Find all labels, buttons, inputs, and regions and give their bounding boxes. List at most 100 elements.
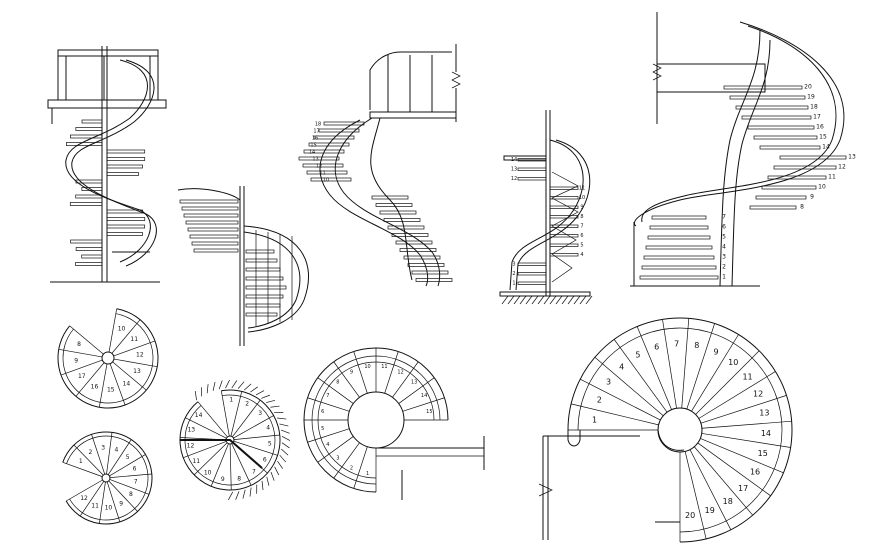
step-number: 1: [592, 415, 597, 424]
wall-hatch: [218, 380, 223, 390]
step-number: 7: [674, 340, 679, 349]
step-number: 1: [229, 397, 233, 404]
stair-tread-line: [613, 339, 668, 413]
step-number: 4: [326, 442, 329, 448]
stair-tread-line: [113, 358, 158, 368]
stair-tread-line: [230, 391, 243, 437]
stair-tread: [106, 224, 146, 229]
step-number: 9: [74, 357, 78, 364]
stair-tread-line: [233, 440, 278, 456]
step-number: 14: [123, 381, 131, 388]
step-number: 14: [421, 393, 427, 399]
stair-tread: [773, 165, 837, 170]
step-number: 10: [364, 364, 370, 370]
stair-tread-line: [694, 446, 754, 516]
stair-tread: [549, 215, 579, 219]
wall-hatch: [244, 383, 252, 391]
stair-tread-line: [106, 432, 113, 475]
ground-hatch: [513, 295, 521, 305]
stair-tread-line: [180, 439, 263, 469]
stair-tread: [245, 249, 275, 254]
stair-tread: [639, 275, 719, 280]
wall-hatch: [235, 491, 240, 500]
step-number: 11: [130, 336, 138, 343]
handrail: [317, 361, 435, 479]
step-number: 12: [511, 176, 517, 182]
stair-tread-line: [65, 479, 103, 502]
wall-hatch: [279, 423, 289, 427]
step-number: 2: [512, 271, 515, 277]
step-number: 8: [580, 214, 583, 220]
step-number: 8: [800, 204, 804, 211]
stair-tread: [517, 262, 547, 266]
stair-tread-line: [701, 433, 791, 448]
stair-tread-line: [98, 481, 106, 524]
stair-tread-line: [681, 318, 690, 409]
stair-tread-line: [193, 442, 228, 476]
stair-tread-line: [697, 442, 771, 497]
wall-hatch: [255, 390, 265, 396]
stair-tread: [245, 294, 284, 299]
step-number: 5: [722, 234, 726, 241]
stair-tread-line: [636, 326, 672, 410]
step-number: 3: [722, 254, 726, 261]
stair-tread-line: [698, 371, 776, 419]
stair-tread-line: [231, 443, 252, 486]
stair-tread: [75, 262, 103, 266]
step-number: 2: [89, 449, 93, 456]
step-number: 4: [266, 424, 270, 431]
stair-tread: [387, 225, 425, 230]
stair-tread: [187, 227, 239, 232]
wall-hatch: [274, 466, 280, 476]
step-number: 5: [321, 426, 324, 432]
stair-tread: [245, 267, 281, 272]
stair-tread: [185, 220, 239, 225]
wall-hatch: [231, 380, 238, 389]
handrail: [311, 355, 441, 485]
stair-tread-line: [109, 454, 146, 477]
wall-hatch: [228, 491, 234, 501]
step-number: 9: [350, 369, 353, 375]
stair-tread-line: [232, 399, 261, 438]
elevation-stair-curved-rail: [177, 186, 309, 346]
stair-tread: [517, 281, 547, 285]
step-number: 12: [753, 389, 763, 398]
stair-tread-line: [333, 442, 360, 479]
step-number: 1: [512, 281, 515, 287]
stair-tread: [313, 135, 355, 140]
stair-tread-line: [109, 363, 126, 406]
stair-tread: [649, 225, 709, 230]
stair-tread-line: [69, 325, 104, 355]
wall-hatch: [277, 460, 283, 469]
step-number: 10: [118, 325, 126, 332]
step-number: 14: [511, 157, 517, 163]
ground-hatch: [561, 295, 569, 305]
wall-hatch: [270, 471, 275, 481]
stair-tread: [549, 196, 579, 200]
stair-tread: [181, 206, 239, 211]
stair-tread: [735, 105, 809, 110]
stair-tread-line: [701, 420, 792, 429]
step-number: 11: [91, 502, 99, 509]
step-number: 13: [848, 154, 856, 161]
stair-tread-line: [571, 403, 659, 426]
stair-tread-line: [58, 348, 103, 358]
step-number: 9: [119, 500, 123, 507]
stair-tread-line: [333, 361, 360, 398]
stair-tread-line: [353, 446, 368, 489]
step-number: 19: [807, 94, 815, 101]
step-number: 1: [79, 458, 83, 465]
stair-tread-line: [307, 397, 350, 412]
step-number: 14: [309, 150, 315, 156]
step-number: 5: [635, 350, 640, 359]
stair-tread: [403, 255, 441, 260]
step-number: 5: [580, 243, 583, 249]
ground-hatch: [519, 295, 527, 305]
stair-tread-line: [233, 415, 274, 439]
step-number: 17: [738, 484, 748, 493]
